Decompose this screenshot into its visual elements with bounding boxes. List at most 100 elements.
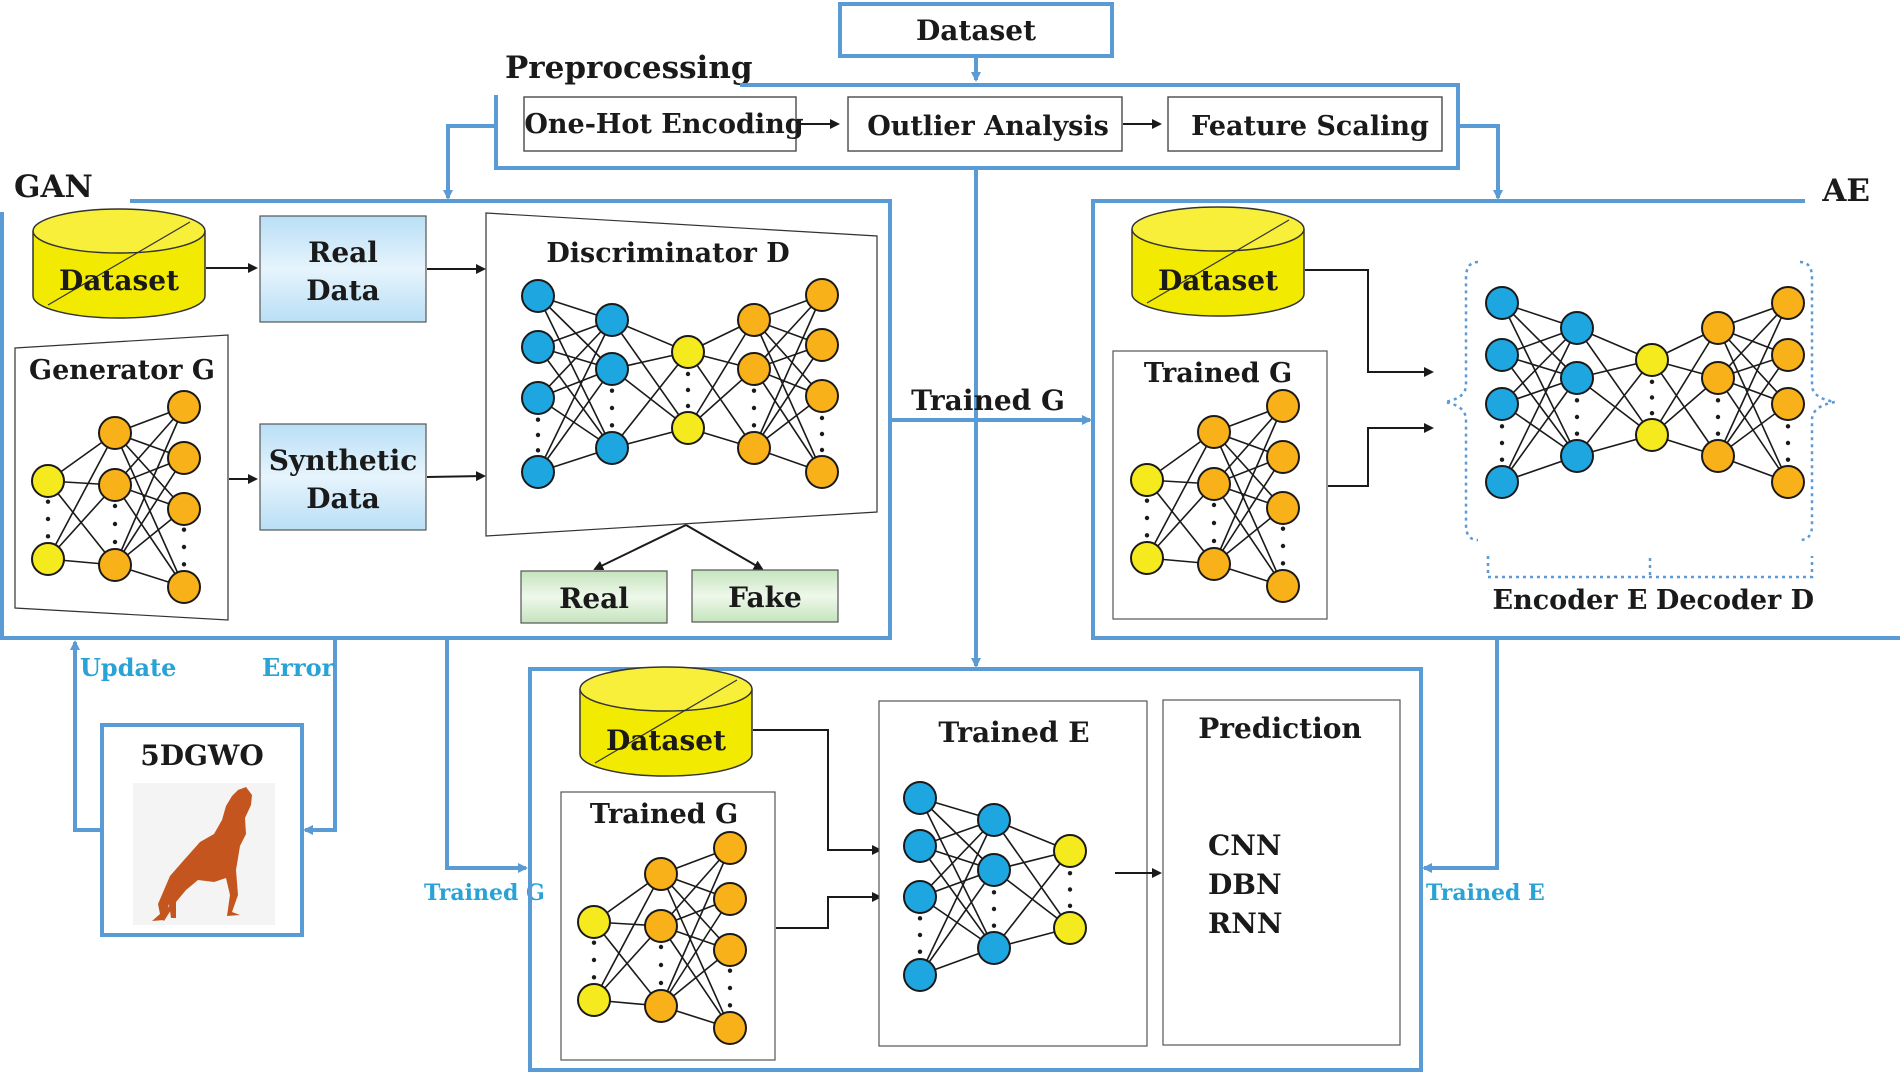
- neuron-node: [1485, 338, 1519, 372]
- ellipsis-dot: [1280, 543, 1286, 549]
- bottom-dataset-cylinder: Dataset: [579, 666, 753, 777]
- neuron-node: [1560, 311, 1594, 345]
- connection-line: [993, 819, 1071, 929]
- ellipsis-dot: [181, 544, 187, 550]
- ellipsis-dot: [1785, 424, 1791, 429]
- connection-line: [1717, 302, 1789, 379]
- ellipsis-dot: [1715, 431, 1721, 436]
- ellipsis-dot: [727, 1003, 733, 1008]
- neuron-node: [98, 548, 132, 582]
- ellipsis-dot: [1499, 424, 1505, 429]
- connection-line: [660, 847, 731, 1007]
- neuron-node: [805, 328, 839, 362]
- svg-text:Trained G: Trained G: [590, 799, 738, 830]
- feature-scaling-box: Feature Scaling: [1167, 96, 1443, 152]
- neuron-node: [1485, 387, 1519, 421]
- connection-line: [1213, 405, 1284, 485]
- encoder-label: Encoder E: [1493, 585, 1648, 616]
- ellipsis-dot: [181, 562, 187, 567]
- ellipsis-dot: [991, 890, 997, 895]
- gan-title: GAN: [14, 169, 93, 205]
- svg-text:Dataset: Dataset: [59, 264, 179, 297]
- neuron-node: [521, 330, 555, 364]
- connection-line: [660, 847, 731, 927]
- ellipsis-dot: [1211, 538, 1217, 544]
- autoencoder-network: [1444, 260, 1836, 579]
- connection-line: [753, 368, 823, 473]
- neuron-node: [805, 379, 839, 413]
- neuron-node: [167, 492, 201, 526]
- ellipsis-dot: [609, 405, 615, 411]
- ellipsis-dot: [685, 387, 691, 393]
- connection-line: [114, 432, 185, 588]
- neuron-node: [737, 431, 771, 465]
- ellipsis-dot: [1574, 398, 1580, 403]
- connection-line: [687, 351, 755, 449]
- howling-wolf-icon: [133, 783, 275, 925]
- update-label: Update: [80, 653, 176, 682]
- connection-line: [919, 797, 995, 949]
- connection-line: [114, 457, 185, 566]
- trained-encoder-network: [903, 781, 1087, 992]
- neuron-node: [31, 542, 65, 576]
- ellipsis-dot: [45, 499, 51, 504]
- neuron-node: [31, 464, 65, 498]
- connection-line: [1576, 359, 1653, 457]
- connection-line: [1501, 327, 1578, 483]
- bottom-trained-g-panel: Trained G: [560, 791, 776, 1061]
- gwo-box: 5DGWO: [100, 723, 304, 937]
- ellipsis-dot: [658, 944, 664, 950]
- ellipsis-dot: [1715, 398, 1721, 403]
- svg-text:Prediction: Prediction: [1198, 712, 1362, 745]
- ellipsis-dot: [917, 949, 923, 954]
- connection-line: [611, 351, 689, 449]
- ellipsis-dot: [1785, 457, 1791, 462]
- svg-text:Discriminator D: Discriminator D: [546, 238, 789, 269]
- neuron-node: [1266, 569, 1300, 603]
- ellipsis-dot: [1499, 457, 1505, 462]
- neuron-node: [595, 352, 629, 386]
- neuron-node: [1701, 361, 1735, 395]
- ellipsis-dot: [727, 968, 733, 973]
- ellipsis-dot: [991, 906, 997, 912]
- ellipsis-dot: [45, 516, 51, 522]
- preprocessing-title: Preprocessing: [505, 50, 753, 86]
- discriminator-panel: Discriminator D: [485, 212, 878, 537]
- bottom-generator-network: [577, 831, 747, 1045]
- trained-g-left-label: Trained G: [424, 880, 545, 906]
- neuron-node: [577, 983, 611, 1017]
- connection-line: [537, 295, 613, 370]
- neuron-node: [595, 431, 629, 465]
- neuron-node: [644, 857, 678, 891]
- top-dataset-box: Dataset: [838, 2, 1114, 58]
- connection-line: [919, 819, 995, 898]
- svg-text:Outlier Analysis: Outlier Analysis: [867, 111, 1109, 142]
- ellipsis-dot: [535, 448, 541, 453]
- outlier-box: Outlier Analysis: [847, 96, 1123, 152]
- connection-line: [1576, 327, 1653, 436]
- neuron-node: [1635, 418, 1669, 452]
- ellipsis-dot: [658, 962, 664, 968]
- one-hot-box: One-Hot Encoding: [523, 96, 804, 152]
- neuron-node: [903, 781, 937, 815]
- connection-line: [114, 406, 185, 566]
- ellipsis-dot: [1785, 440, 1791, 446]
- connection-line: [687, 319, 755, 429]
- neuron-node: [1266, 440, 1300, 474]
- neuron-node: [713, 882, 747, 916]
- neuron-node: [1197, 415, 1231, 449]
- svg-text:Trained G: Trained G: [1144, 358, 1292, 389]
- ellipsis-dot: [1649, 379, 1655, 385]
- ellipsis-dot: [112, 539, 118, 545]
- discriminator-network: [521, 278, 839, 489]
- connection-line: [919, 869, 995, 976]
- connection-line: [1146, 431, 1215, 559]
- connection-line: [611, 319, 689, 429]
- neuron-node: [1130, 541, 1164, 575]
- neuron-node: [167, 390, 201, 424]
- connection-line: [593, 873, 662, 1001]
- neuron-node: [737, 352, 771, 386]
- ellipsis-dot: [751, 405, 757, 411]
- neuron-node: [1635, 343, 1669, 377]
